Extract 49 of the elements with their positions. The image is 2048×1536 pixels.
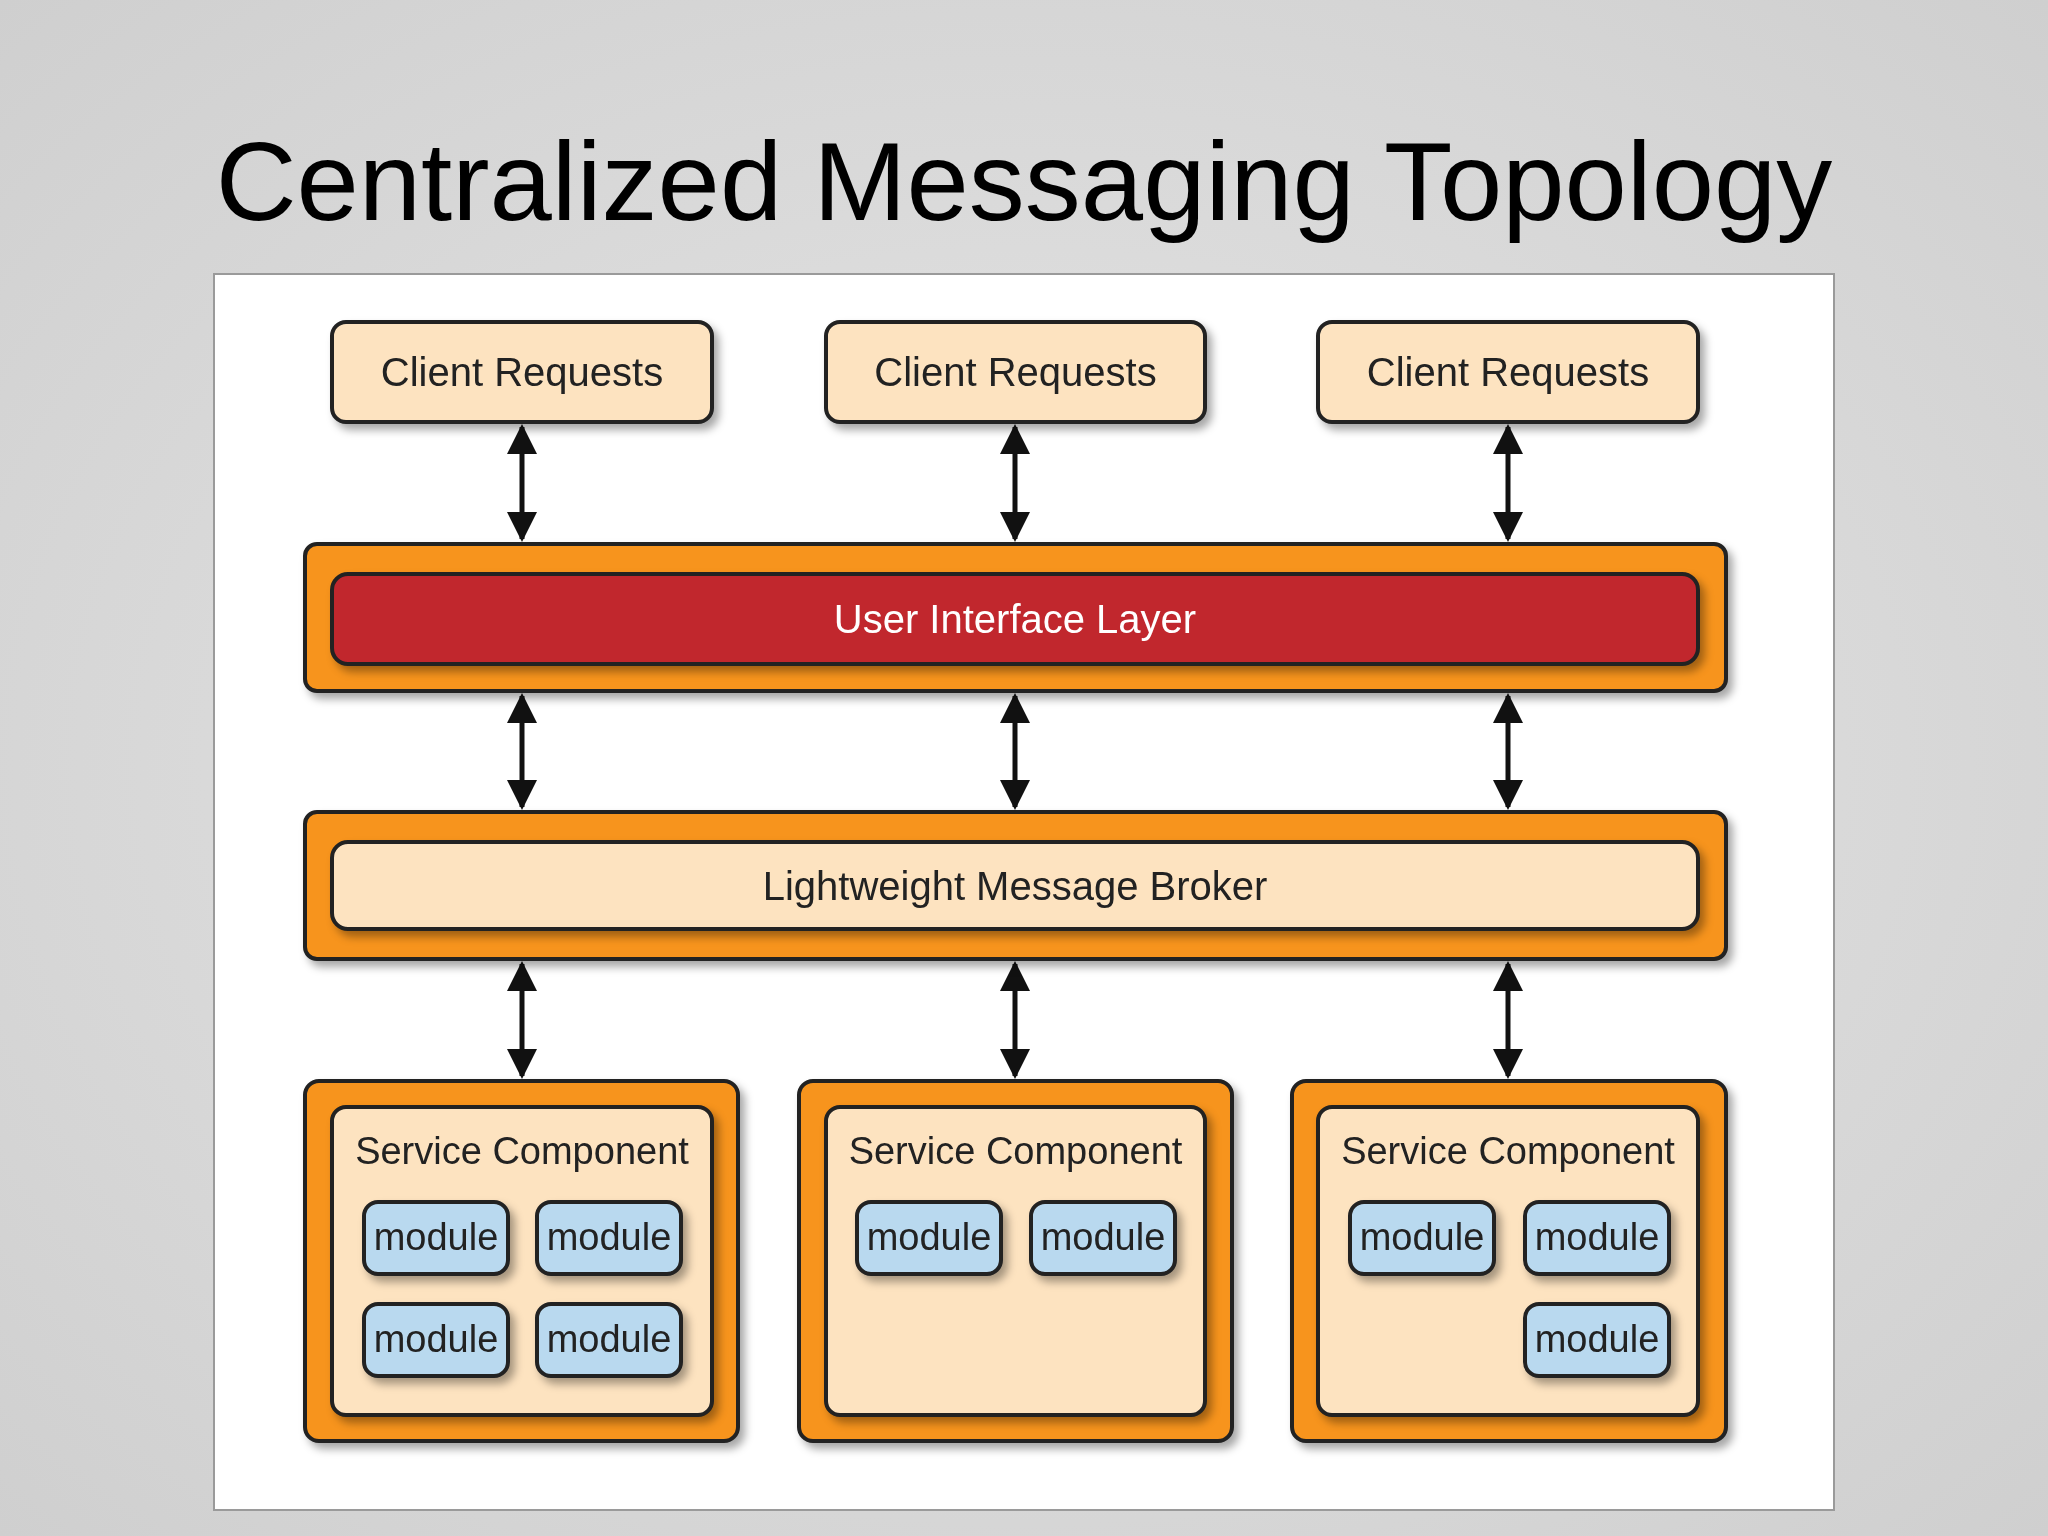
component-title: Service Component xyxy=(848,1131,1183,1173)
box-label: Client Requests xyxy=(380,350,664,394)
module-label: module xyxy=(1359,1217,1485,1259)
module-box xyxy=(535,1302,683,1378)
component-box xyxy=(824,1105,1207,1417)
component-title: Service Component xyxy=(355,1131,689,1173)
module-box xyxy=(362,1302,510,1378)
module-label: module xyxy=(866,1217,992,1259)
module-label: module xyxy=(373,1319,499,1361)
double-arrow xyxy=(1000,961,1030,1079)
client-box xyxy=(330,320,714,424)
module-label: module xyxy=(373,1217,499,1259)
module-box xyxy=(535,1200,683,1276)
module-box xyxy=(1523,1200,1671,1276)
layer-box xyxy=(330,572,1700,666)
module-box xyxy=(1029,1200,1177,1276)
double-arrow xyxy=(1000,424,1030,542)
box-label: User Interface Layer xyxy=(833,597,1197,641)
module-label: module xyxy=(1534,1217,1660,1259)
double-arrow xyxy=(507,693,537,810)
double-arrow xyxy=(1000,693,1030,810)
slide-title: Centralized Messaging Topology xyxy=(214,120,1834,244)
component-box xyxy=(330,1105,714,1417)
module-box xyxy=(855,1200,1003,1276)
layer-band xyxy=(303,542,1728,693)
module-box xyxy=(362,1200,510,1276)
client-box xyxy=(1316,320,1700,424)
service-frame xyxy=(1290,1079,1728,1443)
box-label: Lightweight Message Broker xyxy=(762,863,1268,908)
module-label: module xyxy=(546,1217,672,1259)
double-arrow xyxy=(507,961,537,1079)
module-label: module xyxy=(1040,1217,1166,1259)
service-frame xyxy=(303,1079,740,1443)
double-arrow xyxy=(1493,693,1523,810)
double-arrow xyxy=(507,424,537,542)
component-box xyxy=(1316,1105,1700,1417)
component-title: Service Component xyxy=(1341,1131,1675,1173)
module-box xyxy=(1348,1200,1496,1276)
box-label: Client Requests xyxy=(874,350,1157,394)
double-arrow xyxy=(1493,961,1523,1079)
module-label: module xyxy=(546,1319,672,1361)
module-box xyxy=(1523,1302,1671,1378)
layer-box xyxy=(330,840,1700,931)
client-box xyxy=(824,320,1207,424)
module-label: module xyxy=(1534,1319,1660,1361)
layer-band xyxy=(303,810,1728,961)
service-frame xyxy=(797,1079,1234,1443)
double-arrow xyxy=(1493,424,1523,542)
box-label: Client Requests xyxy=(1366,350,1650,394)
